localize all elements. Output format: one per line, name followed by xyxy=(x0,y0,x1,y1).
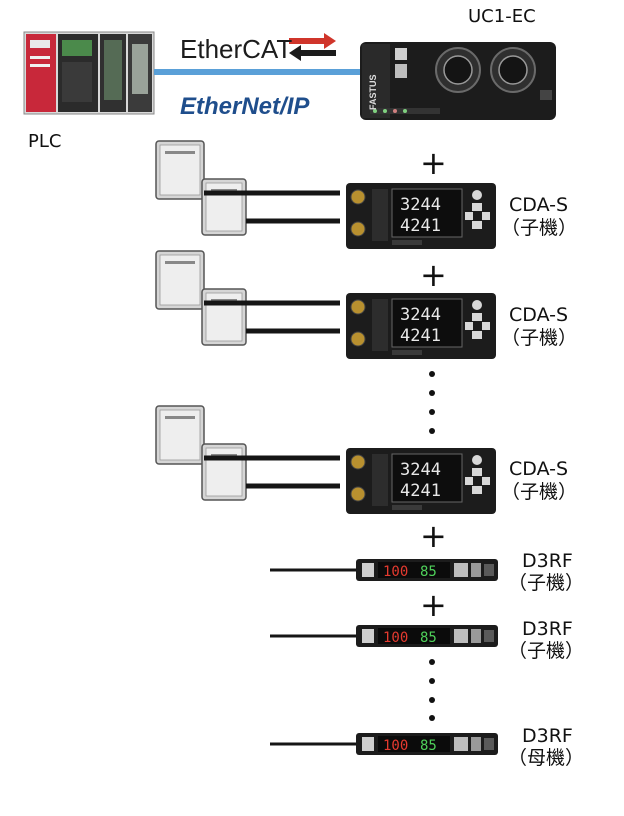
cda-model-label: CDA-S xyxy=(509,458,569,480)
cda-model-label: CDA-S xyxy=(509,304,569,326)
plus-sign: + xyxy=(420,586,447,624)
continuation-dots-d3rf xyxy=(429,659,435,721)
d3rf-role-label: （子機） xyxy=(508,572,585,594)
d3rf-role-label: （子機） xyxy=(508,640,585,662)
sensor-head xyxy=(201,178,247,236)
sensor-head xyxy=(155,140,205,200)
plc-device xyxy=(23,31,155,115)
d3rf-model-label: D3RF xyxy=(522,550,573,572)
cda-display-top: 3244 xyxy=(400,305,441,325)
cda-role-label: （子機） xyxy=(501,327,578,349)
ethercat-arrows-icon xyxy=(289,33,336,61)
cda-display-bottom: 4241 xyxy=(400,216,441,236)
cda-model-label: CDA-S xyxy=(509,194,569,216)
uc1-ec-brand: FASTUS xyxy=(368,74,378,110)
continuation-dots-cda xyxy=(429,371,435,434)
d3rf-display-red: 100 xyxy=(383,738,408,754)
dpad-icon xyxy=(465,190,490,229)
ethernetip-logo-text: EtherNet/IP xyxy=(180,93,310,120)
plc-label: PLC xyxy=(28,131,62,152)
plus-sign: + xyxy=(420,517,447,555)
cda-role-label: （子機） xyxy=(501,481,578,503)
sensor-head xyxy=(201,288,247,346)
d3rf-display-green: 85 xyxy=(420,564,437,580)
d3rf-model-label: D3RF xyxy=(522,725,573,747)
sensor-head xyxy=(155,250,205,310)
cda-role-label: （子機） xyxy=(501,217,578,239)
uc1-ec-label: UC1-EC xyxy=(468,6,536,27)
plus-sign: + xyxy=(420,144,447,182)
d3rf-display-red: 100 xyxy=(383,630,408,646)
cda-display-bottom: 4241 xyxy=(400,481,441,501)
dpad-icon xyxy=(465,455,490,494)
d3rf-role-label: （母機） xyxy=(508,747,585,769)
d3rf-unit: 100 85 xyxy=(270,625,498,647)
cda-display-top: 3244 xyxy=(400,460,441,480)
d3rf-units-group: 100 85 100 85 100 85 xyxy=(270,559,498,755)
d3rf-model-label: D3RF xyxy=(522,618,573,640)
uc1-ec-device xyxy=(360,42,556,120)
ethercat-logo-text: EtherCAT xyxy=(180,34,293,64)
sensor-head xyxy=(155,405,205,465)
sensor-head xyxy=(201,443,247,501)
cda-display-top: 3244 xyxy=(400,195,441,215)
d3rf-unit: 100 85 xyxy=(270,559,498,581)
cda-display-bottom: 4241 xyxy=(400,326,441,346)
d3rf-display-green: 85 xyxy=(420,630,437,646)
d3rf-display-green: 85 xyxy=(420,738,437,754)
plus-sign: + xyxy=(420,256,447,294)
dpad-icon xyxy=(465,300,490,339)
d3rf-unit: 100 85 xyxy=(270,733,498,755)
d3rf-display-red: 100 xyxy=(383,564,408,580)
